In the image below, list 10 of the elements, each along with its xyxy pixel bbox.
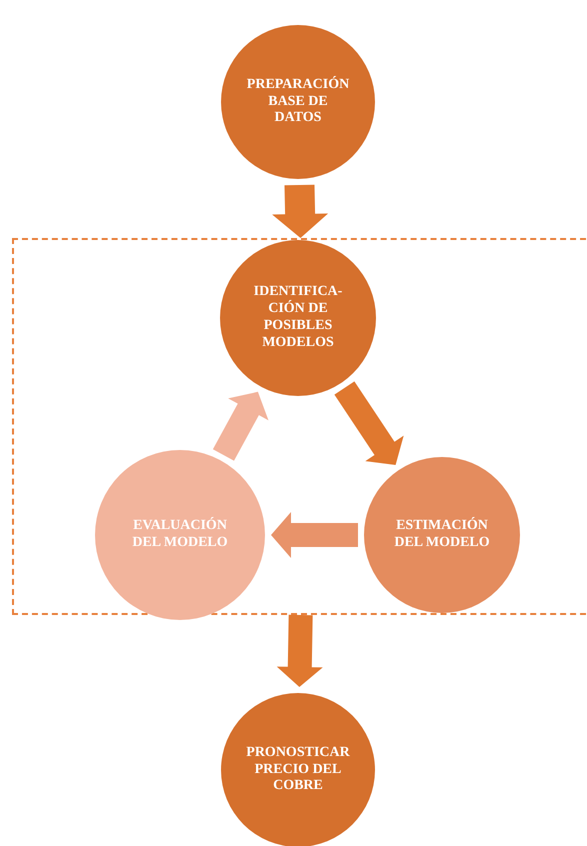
- node-label: PRONOSTICAR PRECIO DEL COBRE: [245, 744, 351, 796]
- block-arrow: [272, 184, 328, 238]
- node-label: EVALUACIÓN DEL MODELO: [131, 518, 229, 552]
- node-label: PREPARACIÓN BASE DE DATOS: [246, 76, 350, 128]
- node-label: ESTIMACIÓN DEL MODELO: [393, 518, 491, 552]
- node-label: IDENTIFICA-CIÓN DE POSIBLES MODELOS: [252, 284, 344, 352]
- block-arrow: [271, 512, 358, 558]
- block-arrow: [212, 392, 268, 461]
- block-arrow: [276, 614, 323, 687]
- block-arrow: [334, 381, 404, 465]
